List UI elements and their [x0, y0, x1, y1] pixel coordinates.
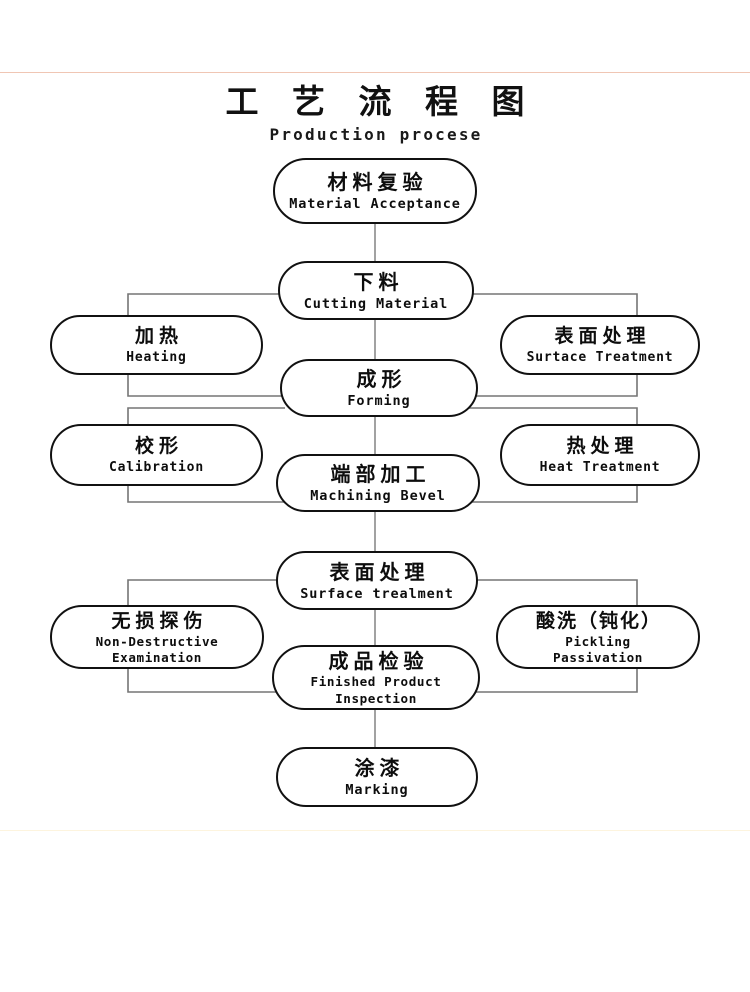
node-label-en-line1: Finished Product	[310, 674, 442, 689]
node-label-cn: 表面处理	[329, 559, 430, 584]
node-label-en-line1: Non-Destructive	[95, 633, 219, 649]
node-label-cn: 材料复验	[327, 170, 428, 194]
node-finished-inspection[interactable]: 成品检验 Finished Product Inspection	[272, 645, 480, 710]
node-label-cn: 酸洗（钝化）	[535, 609, 662, 632]
node-label-cn: 加热	[134, 325, 183, 347]
node-surtace-treatment[interactable]: 表面处理 Surtace Treatment	[500, 315, 700, 375]
node-label-cn: 校形	[134, 435, 183, 457]
node-label-cn: 热处理	[566, 435, 639, 457]
node-label-en: Marking	[345, 782, 409, 798]
node-forming[interactable]: 成形 Forming	[280, 359, 478, 417]
node-label-cn: 涂漆	[354, 756, 405, 780]
node-label-cn: 下料	[353, 269, 404, 294]
node-label-en: Material Acceptance	[289, 196, 461, 212]
node-label-cn: 成形	[356, 367, 407, 391]
node-label-en-line2: Examination	[111, 650, 202, 665]
node-label-en: Calibration	[109, 460, 204, 475]
node-label-en-line2: Inspection	[335, 690, 417, 706]
node-heat-treatment[interactable]: 热处理 Heat Treatment	[500, 424, 700, 486]
node-label-en-line2: Passivation	[552, 650, 643, 665]
node-label-cn: 端部加工	[330, 462, 431, 486]
node-label-en: Heating	[126, 350, 187, 365]
title-chinese: 工 艺 流 程 图	[225, 82, 536, 121]
node-material-acceptance[interactable]: 材料复验 Material Acceptance	[273, 158, 477, 224]
node-marking[interactable]: 涂漆 Marking	[276, 747, 478, 807]
node-machining-bevel[interactable]: 端部加工 Machining Bevel	[276, 454, 480, 512]
node-label-en: Surtace Treatment	[526, 350, 674, 365]
node-label-en: Forming	[347, 393, 411, 409]
frame-bottom-rule	[0, 830, 750, 831]
node-label-en: Surface trealment	[300, 585, 454, 602]
node-label-en-line1: Pickling	[565, 633, 631, 649]
node-heating[interactable]: 加热 Heating	[50, 315, 263, 375]
frame-top-rule	[0, 72, 750, 73]
node-non-destructive[interactable]: 无损探伤 Non-Destructive Examination	[50, 605, 264, 669]
node-label-en: Machining Bevel	[310, 488, 446, 504]
node-label-cn: 表面处理	[554, 325, 651, 347]
node-pickling-passivation[interactable]: 酸洗（钝化） Pickling Passivation	[496, 605, 700, 669]
node-label-en: Heat Treatment	[539, 460, 661, 475]
title-english: Production procese	[269, 125, 483, 144]
node-label-en: Cutting Material	[303, 295, 449, 312]
node-label-cn: 成品检验	[328, 649, 429, 673]
node-label-cn: 无损探伤	[111, 609, 208, 632]
node-calibration[interactable]: 校形 Calibration	[50, 424, 263, 486]
node-surface-treatment[interactable]: 表面处理 Surface trealment	[276, 551, 478, 610]
node-cutting-material[interactable]: 下料 Cutting Material	[278, 261, 474, 320]
page-title: 工 艺 流 程 图 Production procese	[0, 82, 750, 145]
